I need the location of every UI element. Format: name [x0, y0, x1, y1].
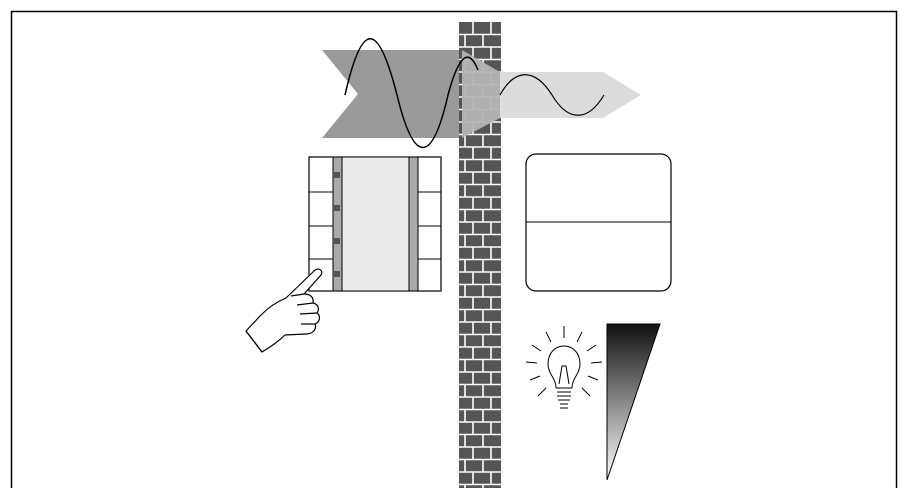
switch-led [334, 172, 340, 178]
switch-led [334, 271, 340, 277]
pointing-hand-icon [245, 268, 323, 353]
signal-arrow-right [500, 72, 641, 118]
signal-arrow-overlap [462, 50, 500, 138]
switch-rail-right [408, 156, 419, 292]
signal-arrow-left [322, 50, 462, 138]
switch-led [334, 238, 340, 244]
switch-led [334, 205, 340, 211]
signal-wave-attenuated [499, 74, 605, 116]
display-panel [525, 153, 672, 292]
lightbulb-icon [525, 326, 603, 409]
dimming-level-wedge [606, 323, 661, 481]
switch-panel [341, 156, 410, 292]
signal-wave-icon [344, 38, 479, 148]
diagram-border [10, 10, 898, 488]
push-button-switch[interactable] [308, 156, 442, 292]
